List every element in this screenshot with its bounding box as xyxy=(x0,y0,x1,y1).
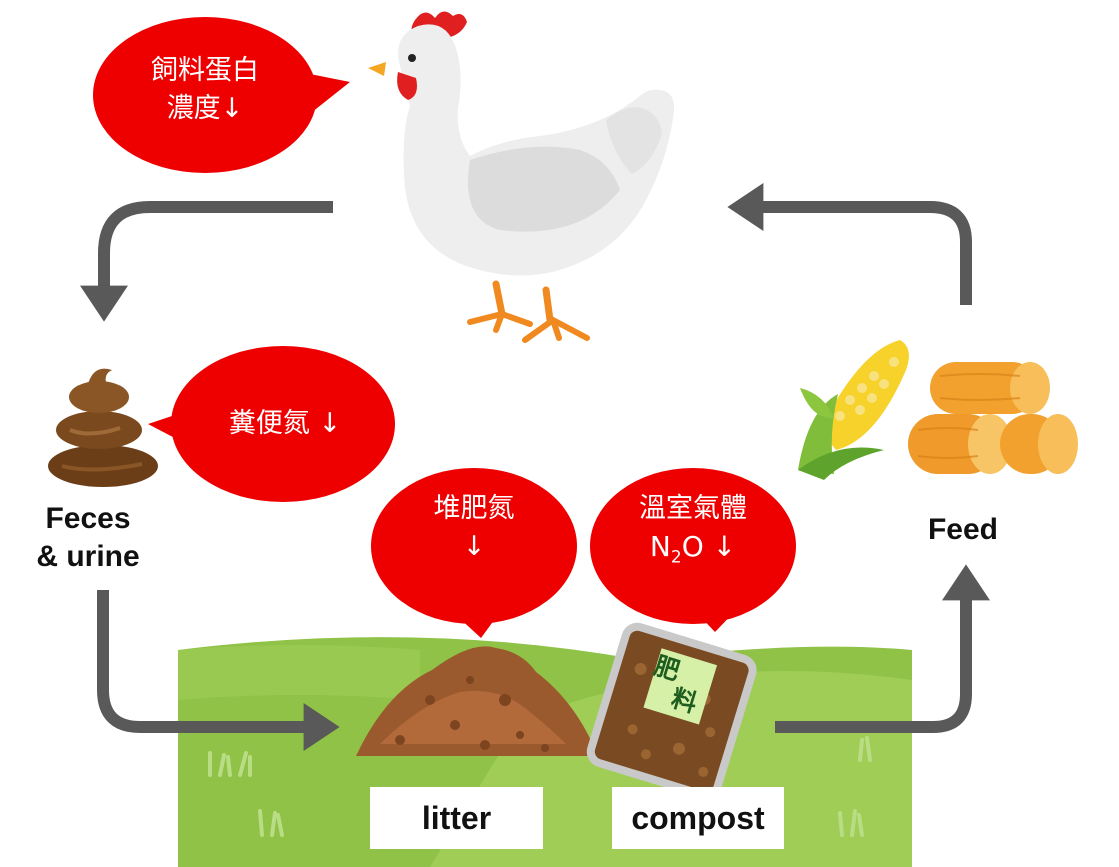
fertilizer-bag-icon xyxy=(586,622,757,800)
bubble-ghg xyxy=(590,468,796,632)
litter-label: litter xyxy=(421,800,492,836)
litter-label-box: litter xyxy=(370,787,543,849)
ghg-formula-o: O ↓ xyxy=(681,530,737,563)
ghg-formula: N2O ↓ xyxy=(603,528,783,577)
feces-label-line1: Feces xyxy=(45,502,131,535)
arrow-feed-to-chicken xyxy=(727,183,972,305)
manure-n-line: 糞便氮 ↓ xyxy=(228,408,342,439)
arrow-chicken-to-feces xyxy=(80,201,333,322)
ghg-line1: 溫室氣體 xyxy=(639,493,747,524)
feed-protein-text: 飼料蛋白 濃度↓ xyxy=(125,52,285,128)
compost-n-text: 堆肥氮 ↓ xyxy=(394,490,554,566)
feces-label-line2: & urine xyxy=(36,540,140,573)
manure-icon xyxy=(48,368,158,487)
compost-n-line1: 堆肥氮 xyxy=(433,493,515,524)
bubble-compost-n xyxy=(371,468,577,638)
arrow-compost-to-feed xyxy=(775,564,990,733)
feed-label-text: Feed xyxy=(927,513,999,546)
hay-bales-icon xyxy=(908,362,1078,474)
corn-icon xyxy=(798,340,909,480)
soil-pile-icon xyxy=(356,646,598,756)
ghg-formula-sub: 2 xyxy=(670,547,682,568)
compost-label-box: compost xyxy=(612,787,784,849)
manure-n-text: 糞便氮 ↓ xyxy=(200,405,370,443)
ghg-formula-n: N xyxy=(649,530,671,563)
feces-label: Feces & urine xyxy=(18,500,158,576)
bubble-feed-protein xyxy=(93,17,350,173)
arrow-feces-to-litter xyxy=(97,590,340,751)
compost-n-line2: ↓ xyxy=(462,531,486,562)
chicken-icon xyxy=(368,11,675,343)
bubble-manure-n xyxy=(148,346,395,502)
compost-label: compost xyxy=(631,800,765,836)
feed-label: Feed xyxy=(908,511,1018,549)
ghg-text: 溫室氣體 N2O ↓ xyxy=(603,490,783,577)
feed-protein-line1: 飼料蛋白 xyxy=(151,55,259,86)
feed-protein-line2: 濃度↓ xyxy=(166,93,244,124)
